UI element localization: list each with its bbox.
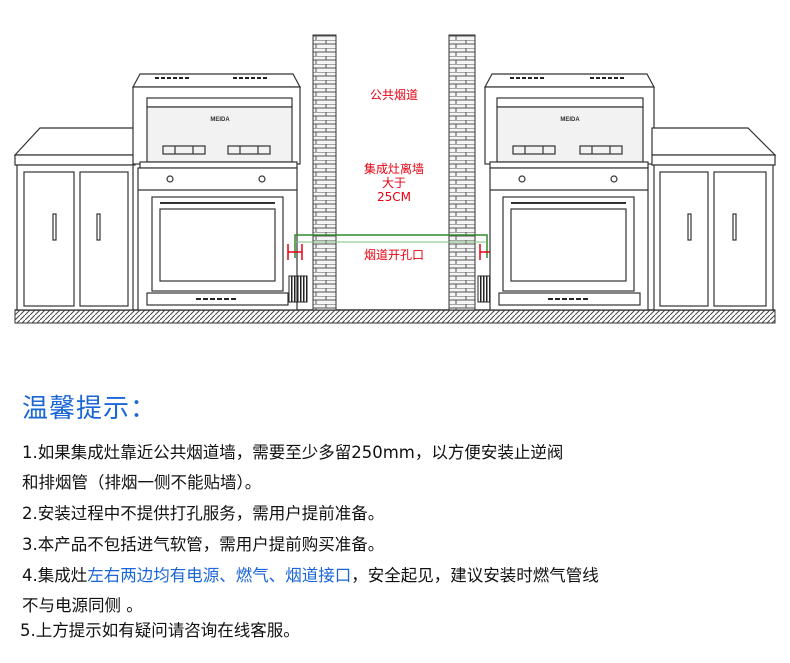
installation-diagram: MEIDA <box>13 34 777 324</box>
floor <box>14 309 776 324</box>
exhaust-pipe <box>294 234 488 258</box>
left-brand-logo: MEIDA <box>210 117 230 123</box>
tip-line-5-highlight: 左右两边均有电源、燃气、烟道接口 <box>87 566 352 585</box>
tip-line-4: 3.本产品不包括进气软管，需用户提前购买准备。 <box>22 535 385 554</box>
tip-line-5: 4.集成灶左右两边均有电源、燃气、烟道接口，安全起见，建议安装时燃气管线 <box>22 562 599 586</box>
tips-title: 温馨提示： <box>22 394 158 424</box>
flue-label: 公共烟道 <box>369 88 418 102</box>
left-flue-wall <box>312 34 337 311</box>
left-cabinet <box>13 127 136 311</box>
tip-line-2: 和排烟管（排烟一侧不能贴墙）。 <box>22 473 262 492</box>
tip-line-7: 5.上方提示如有疑问请咨询在线客服。 <box>20 621 300 640</box>
tip-line-5-suffix: ，安全起见，建议安装时燃气管线 <box>351 566 599 585</box>
opening-label: 烟道开孔口 <box>363 248 424 262</box>
distance-label-line3: 25CM <box>376 190 411 204</box>
tip-line-6: 不与电源同侧 。 <box>22 596 143 615</box>
tip-line-1: 1.如果集成灶靠近公共烟道墙，需要至少多留250mm，以方便安装止逆阀 <box>22 443 564 462</box>
distance-label-line1: 集成灶离墙 <box>363 162 424 176</box>
right-brand-logo: MEIDA <box>560 117 580 123</box>
left-integrated-stove <box>131 73 302 311</box>
left-check-valve <box>288 275 308 303</box>
distance-label-line2: 大于 <box>381 176 406 190</box>
right-flue-wall <box>448 34 476 311</box>
right-integrated-stove <box>483 73 656 311</box>
right-cabinet <box>651 127 777 311</box>
tip-line-5-prefix: 4.集成灶 <box>22 566 88 585</box>
tip-line-3: 2.安装过程中不提供打孔服务，需用户提前准备。 <box>22 504 385 523</box>
